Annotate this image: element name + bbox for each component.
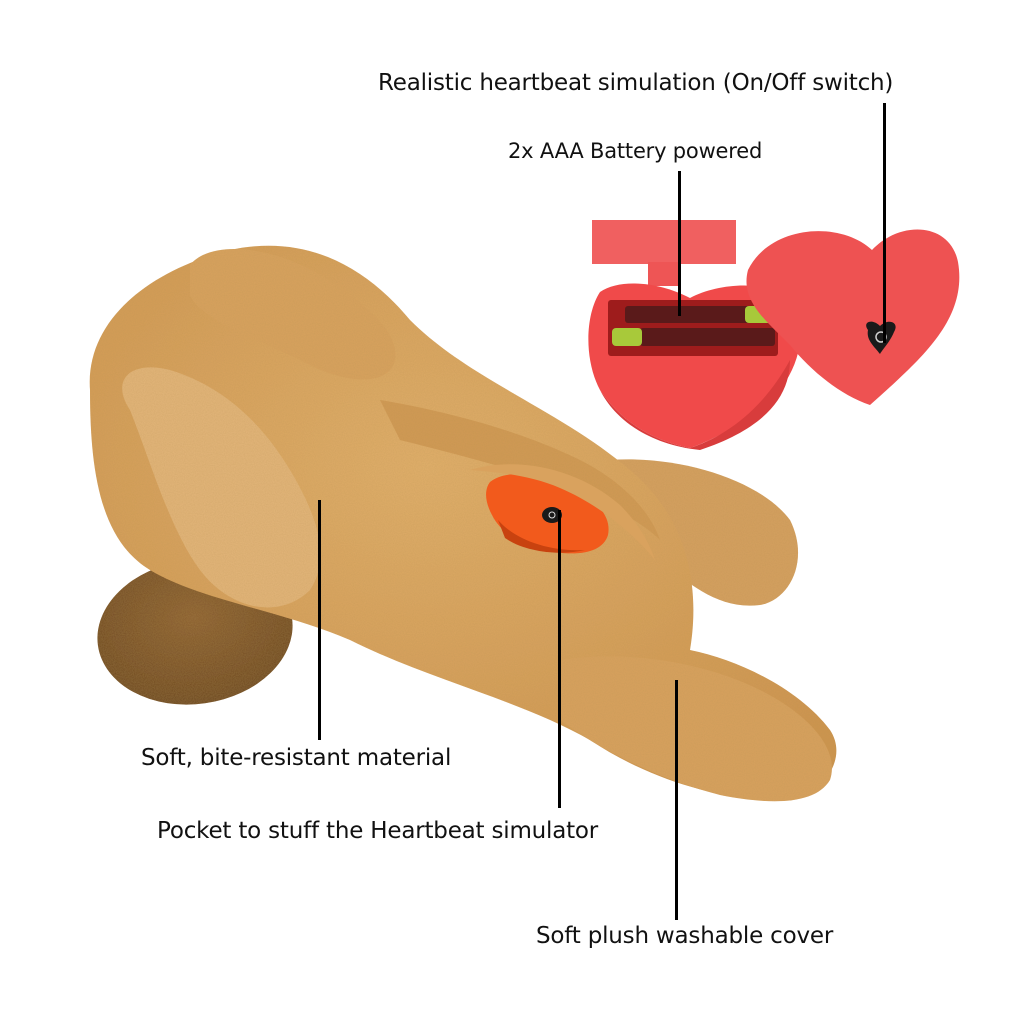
on-off-switch-icon: [866, 321, 896, 354]
callout-pocket: Pocket to stuff the Heartbeat simulator: [157, 818, 599, 844]
leader-line-heartbeat: [883, 103, 886, 343]
leader-line-pocket: [558, 510, 561, 808]
callout-battery: 2x AAA Battery powered: [508, 139, 763, 163]
aaa-battery: [640, 328, 775, 346]
leader-line-material: [318, 500, 321, 740]
leader-line-cover: [675, 680, 678, 920]
heart-battery-case: [588, 220, 801, 450]
callout-cover: Soft plush washable cover: [536, 923, 834, 949]
battery-lid: [592, 220, 736, 264]
pocket-heart-simulator: [470, 464, 655, 560]
callout-heartbeat: Realistic heartbeat simulation (On/Off s…: [378, 70, 894, 96]
power-button-icon: [542, 507, 562, 523]
aaa-battery: [625, 306, 751, 323]
leader-line-battery: [678, 171, 681, 316]
callout-material: Soft, bite-resistant material: [141, 745, 452, 771]
heart-switch-unit: [746, 229, 960, 405]
